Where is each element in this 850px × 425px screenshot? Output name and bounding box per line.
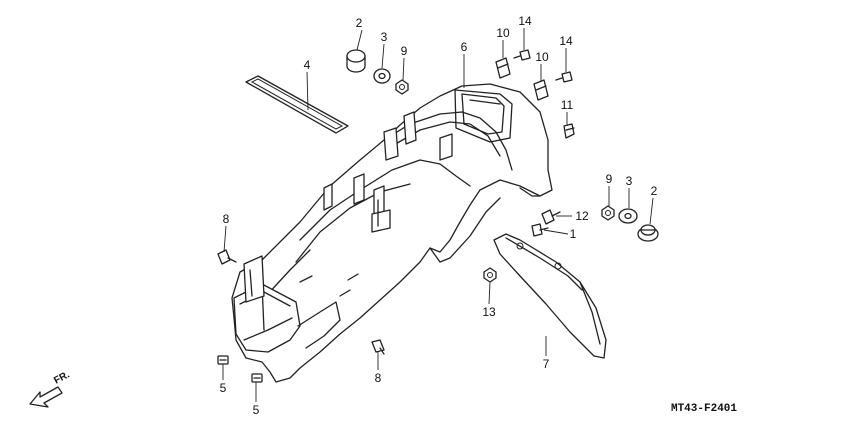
callout-labels: 2 3 9 4 6 10 14 10 14 11 9 3 2 12 1 13 7…	[220, 14, 658, 417]
callout-12: 12	[575, 209, 589, 223]
callout-11: 11	[561, 98, 574, 112]
clip-part-5-lower	[251, 373, 263, 383]
callout-7: 7	[543, 357, 550, 371]
washer-part-3-left	[373, 68, 391, 84]
side-cover-part-7	[493, 233, 607, 359]
collar-part-1	[531, 223, 549, 237]
bolt-part-12	[541, 209, 561, 225]
callout-2-right: 2	[651, 184, 658, 198]
callout-8-lower: 8	[375, 371, 382, 385]
callout-13: 13	[482, 305, 496, 319]
callout-6: 6	[461, 40, 468, 54]
callout-4: 4	[304, 58, 311, 72]
washer-part-3-right	[618, 208, 638, 224]
clip-part-5-upper	[217, 355, 229, 365]
grommet-part-2-right	[637, 224, 659, 242]
leader-lines	[222, 28, 654, 402]
grommet-part-2-left	[346, 49, 366, 73]
callout-9-left: 9	[401, 44, 408, 58]
bolt-part-14-lower	[555, 71, 573, 83]
nut-part-9-left	[395, 79, 409, 95]
seal-strip-part-4	[245, 75, 349, 134]
front-arrow-icon	[29, 386, 63, 408]
front-direction-label: FR.	[52, 369, 72, 386]
screw-part-11	[563, 123, 575, 139]
nut-part-9-right	[601, 205, 615, 221]
callout-5-upper: 5	[220, 381, 227, 395]
callout-14-lower: 14	[559, 34, 573, 48]
callout-14-upper: 14	[518, 14, 532, 28]
callout-10-upper: 10	[496, 26, 510, 40]
clip-part-10-upper	[495, 57, 511, 79]
bolt-part-8-lower	[371, 339, 385, 355]
front-direction-indicator: FR.	[29, 369, 72, 408]
drawing-code: MT43-F2401	[671, 403, 737, 415]
callout-1: 1	[570, 227, 577, 241]
rear-fender-main	[231, 83, 553, 383]
callout-5-lower: 5	[253, 403, 260, 417]
bolt-part-14-upper	[513, 49, 531, 61]
callout-8-left: 8	[223, 212, 230, 226]
nut-part-13	[483, 267, 497, 283]
callout-3-right: 3	[626, 174, 633, 188]
bolt-part-8-left	[217, 249, 237, 265]
callout-10-lower: 10	[535, 50, 549, 64]
callout-3-left: 3	[381, 30, 388, 44]
clip-part-10-lower	[533, 79, 549, 101]
callout-2-left: 2	[356, 16, 363, 30]
callout-9-right: 9	[606, 172, 613, 186]
